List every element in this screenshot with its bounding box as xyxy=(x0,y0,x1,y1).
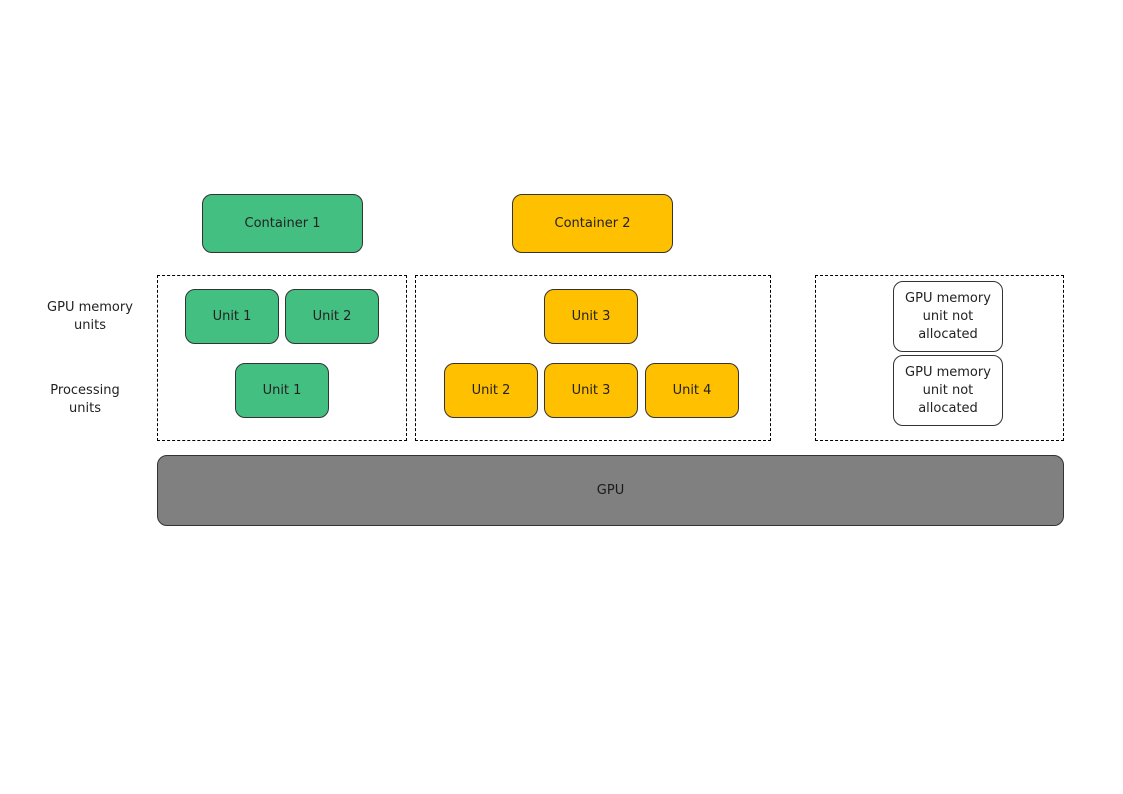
container-1-unit-group xyxy=(157,275,407,441)
container-2-memory-unit: Unit 3 xyxy=(544,289,638,344)
container-1-memory-unit: Unit 2 xyxy=(285,289,379,344)
row-label-processing-units: Processing units xyxy=(50,383,120,416)
gpu-bar: GPU xyxy=(157,455,1064,526)
unallocated-processing-unit: GPU memory unit not allocated xyxy=(893,355,1003,426)
container-2-box: Container 2 xyxy=(512,194,673,253)
container-2-processing-unit: Unit 3 xyxy=(544,363,638,418)
row-label-memory-units: GPU memory units xyxy=(47,300,133,333)
container-2-processing-unit: Unit 2 xyxy=(444,363,538,418)
unallocated-memory-unit: GPU memory unit not allocated xyxy=(893,281,1003,352)
container-2-processing-unit: Unit 4 xyxy=(645,363,739,418)
container-1-box: Container 1 xyxy=(202,194,363,253)
container-2-unit-group xyxy=(415,275,771,441)
unallocated-unit-group xyxy=(815,275,1064,441)
container-1-processing-unit: Unit 1 xyxy=(235,363,329,418)
container-1-memory-unit: Unit 1 xyxy=(185,289,279,344)
